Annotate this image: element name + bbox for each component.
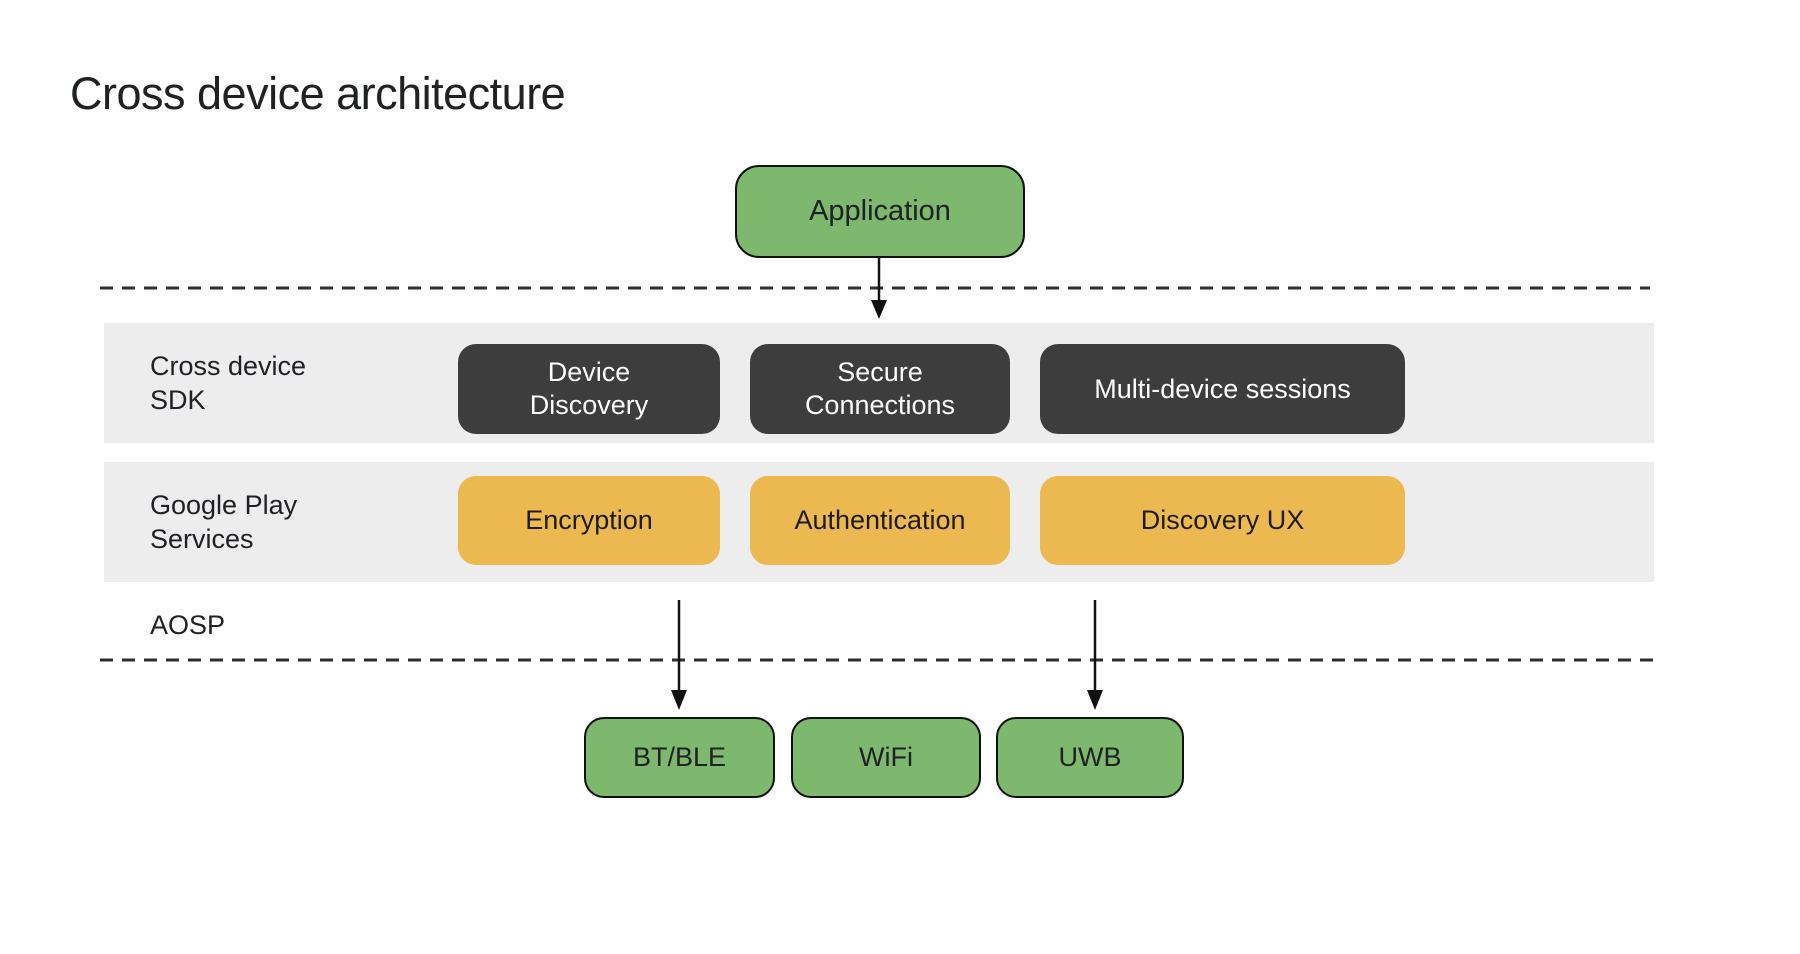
node-wifi-label: WiFi <box>859 742 913 772</box>
band-label-google-play-services: Google Play Services <box>150 490 298 554</box>
node-application: Application <box>735 165 1025 258</box>
node-bt-ble-label: BT/BLE <box>632 742 727 772</box>
node-device-discovery: Device Discovery <box>458 344 720 434</box>
node-uwb: UWB <box>996 717 1184 798</box>
band-label-cross-device-sdk: Cross device SDK <box>150 351 307 415</box>
arrow-application-to-sdk <box>871 258 887 319</box>
page-title: Cross device architecture <box>70 68 566 119</box>
node-encryption: Encryption <box>458 476 720 565</box>
node-secure-connections: Secure Connections <box>750 344 1010 434</box>
node-multi-device-sessions-label: Multi-device sessions <box>1094 373 1351 404</box>
node-authentication: Authentication <box>750 476 1010 565</box>
node-secure-connections-label: Secure Connections <box>804 357 956 420</box>
arrow-to-bt-ble <box>671 600 687 710</box>
node-authentication-label: Authentication <box>794 505 966 535</box>
node-wifi: WiFi <box>791 717 981 798</box>
node-bt-ble: BT/BLE <box>584 717 775 798</box>
arrow-to-uwb <box>1087 600 1103 710</box>
node-device-discovery-label: Device Discovery <box>529 357 649 420</box>
band-label-aosp: AOSP <box>150 610 226 640</box>
node-discovery-ux-label: Discovery UX <box>1140 505 1305 535</box>
node-uwb-label: UWB <box>1058 742 1122 772</box>
node-encryption-label: Encryption <box>525 505 653 535</box>
node-multi-device-sessions: Multi-device sessions <box>1040 344 1405 434</box>
node-application-label: Application <box>809 195 951 227</box>
node-discovery-ux: Discovery UX <box>1040 476 1405 565</box>
